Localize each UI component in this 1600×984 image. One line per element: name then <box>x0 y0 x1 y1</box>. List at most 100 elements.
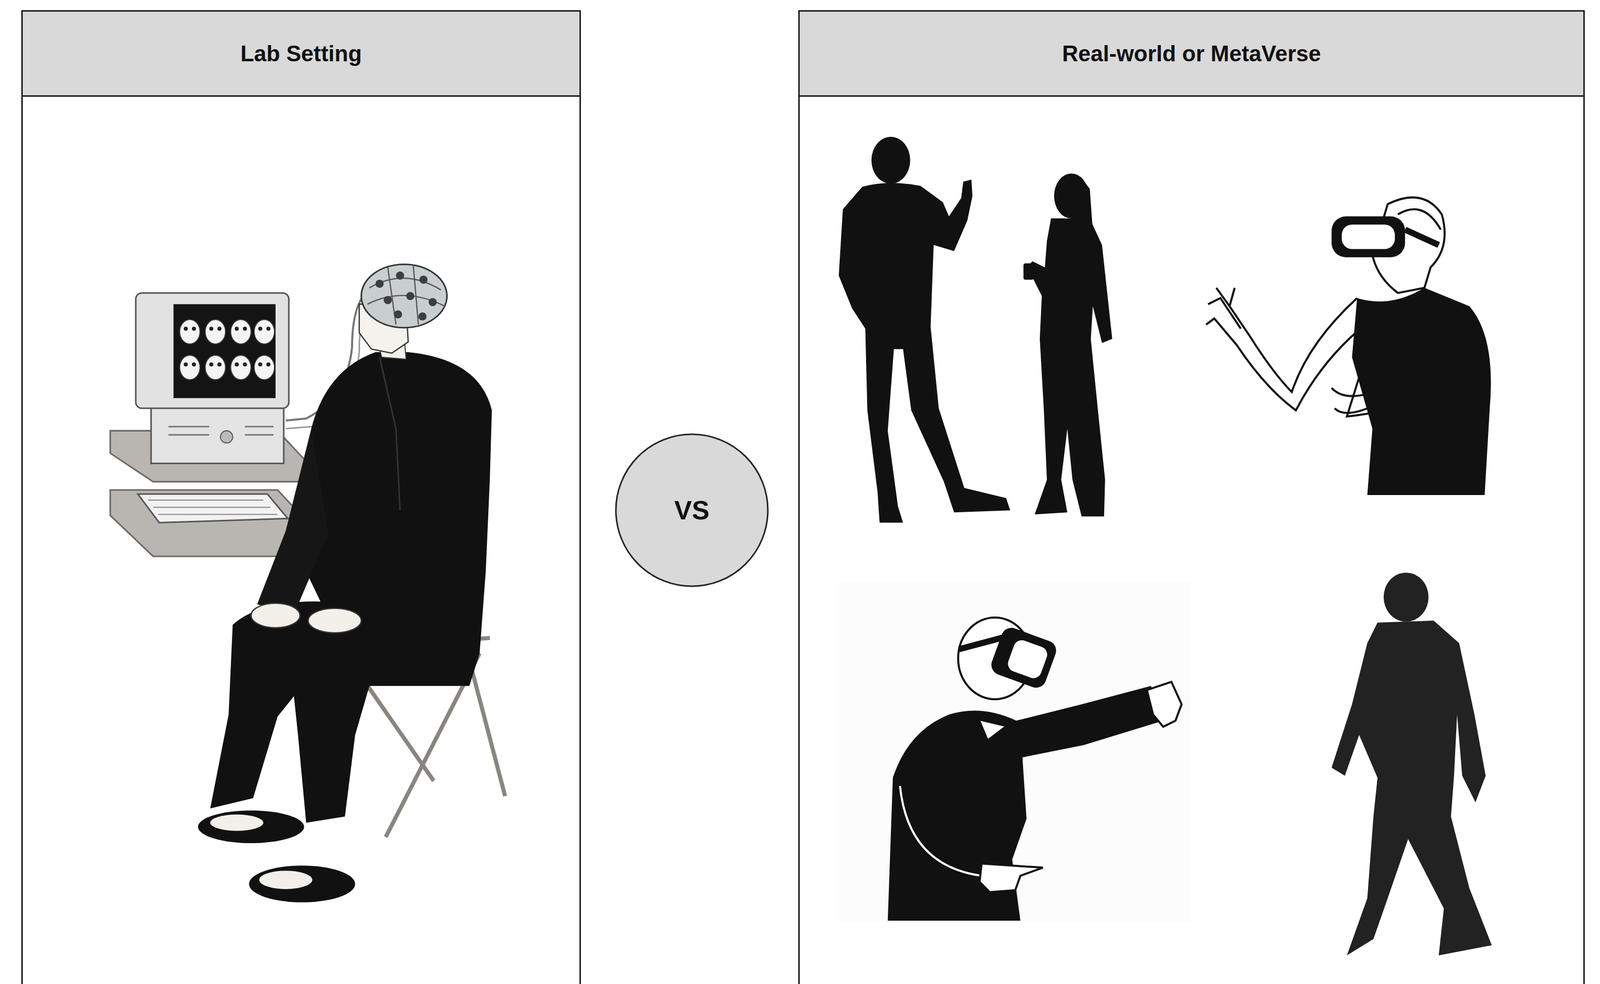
illustration-shape <box>449 637 491 641</box>
illustration-shape <box>979 863 1043 892</box>
illustration-shape <box>191 362 197 367</box>
illustration-shape <box>147 499 278 515</box>
illustration-shape <box>871 136 911 184</box>
illustration-shape <box>1405 229 1439 245</box>
illustration-shape <box>1236 324 1366 411</box>
illustration-shape <box>838 581 1191 922</box>
illustration-shape <box>243 326 248 331</box>
illustration-shape <box>1397 209 1441 230</box>
versus-circle: VS <box>614 433 769 588</box>
illustration-shape <box>1025 218 1113 517</box>
illustration-shape <box>418 311 427 321</box>
illustration-shape <box>1383 572 1429 622</box>
illustration-shape <box>230 355 251 380</box>
illustration-shape <box>251 603 301 628</box>
illustration-shape <box>900 785 982 876</box>
illustration-shape <box>179 355 201 380</box>
illustration-shape <box>383 295 393 304</box>
illustration-shape <box>1205 287 1250 345</box>
illustration-shape <box>285 290 368 421</box>
illustration-shape <box>887 685 1164 921</box>
illustration-shape <box>1331 387 1373 413</box>
illustration-shape <box>959 636 1006 649</box>
illustration-shape <box>258 326 263 331</box>
illustration-shape <box>464 640 506 796</box>
illustration-shape <box>217 362 222 367</box>
illustration-shape <box>230 319 251 344</box>
illustration-shape <box>428 297 437 306</box>
illustration-shape <box>1346 367 1421 417</box>
illustration-shape <box>210 814 264 831</box>
vr-gesturing-man <box>838 581 1191 922</box>
illustration-shape <box>1331 216 1406 258</box>
illustration-shape <box>110 430 307 482</box>
circle-shape <box>615 434 768 587</box>
illustration-shape <box>257 428 329 615</box>
illustration-shape <box>266 326 271 331</box>
illustration-shape <box>406 291 415 300</box>
panel-header-band: Lab Setting <box>22 11 580 97</box>
illustration-shape <box>305 352 492 653</box>
illustration-shape <box>359 637 505 837</box>
illustration-shape <box>958 617 1032 699</box>
illustration-shape <box>220 430 233 443</box>
illustration-shape <box>379 357 401 511</box>
illustration-shape <box>173 303 276 398</box>
illustration-shape <box>183 326 271 367</box>
illustration-shape <box>110 489 307 557</box>
talking-people <box>838 136 1113 523</box>
illustration-shape <box>1351 287 1491 495</box>
circle-label-holder: VS <box>614 433 769 588</box>
illustration-shape <box>359 673 434 782</box>
setting-panel: Real-world or MetaVerse <box>798 10 1585 984</box>
panel-heading: Real-world or MetaVerse <box>1062 41 1321 67</box>
illustration-shape <box>234 362 239 367</box>
illustration-shape <box>1054 173 1089 219</box>
illustration-shape <box>198 810 305 843</box>
illustration-shape <box>376 315 382 321</box>
illustration-shape <box>266 362 271 367</box>
illustration-shape <box>179 319 201 344</box>
illustration-shape <box>150 406 284 464</box>
illustration-shape <box>1341 224 1395 249</box>
illustration-shape <box>308 608 362 633</box>
illustration-shape <box>168 426 274 435</box>
illustration-shape <box>377 336 406 360</box>
illustration-shape <box>1005 637 1050 681</box>
illustration-shape <box>258 362 263 367</box>
illustration-shape <box>137 493 288 523</box>
illustration-shape <box>179 319 275 380</box>
illustration-shape <box>234 326 239 331</box>
illustration-shape <box>396 271 405 280</box>
illustration-shape <box>361 264 447 328</box>
illustration-shape <box>259 870 313 889</box>
versus-label: VS <box>674 494 710 526</box>
illustration-shape <box>285 293 372 429</box>
illustration-shape <box>205 355 226 380</box>
illustration-shape <box>1023 263 1034 280</box>
illustration-shape <box>385 652 480 837</box>
illustration-shape <box>375 271 437 321</box>
lab-scene <box>110 264 506 903</box>
illustration-shape <box>375 279 384 288</box>
illustration-shape <box>419 275 428 284</box>
illustration-shape <box>254 355 275 380</box>
illustration-shape <box>359 303 409 354</box>
panel-header-band: Real-world or MetaVerse <box>799 11 1584 97</box>
illustration-shape <box>1372 197 1446 293</box>
illustration-shape <box>1146 681 1182 727</box>
illustration-shape <box>838 179 1010 523</box>
illustration-shape <box>1055 176 1095 246</box>
illustration-shape <box>191 326 197 331</box>
illustration-shape <box>183 362 188 367</box>
illustration-shape <box>183 326 188 331</box>
illustration-shape <box>988 624 1060 690</box>
illustration-shape <box>394 309 403 319</box>
walking-man <box>1331 572 1492 955</box>
illustration-shape <box>988 624 1060 690</box>
illustration-shape <box>1331 620 1492 956</box>
illustration-shape <box>209 326 214 331</box>
panel-heading: Lab Setting <box>240 41 363 67</box>
